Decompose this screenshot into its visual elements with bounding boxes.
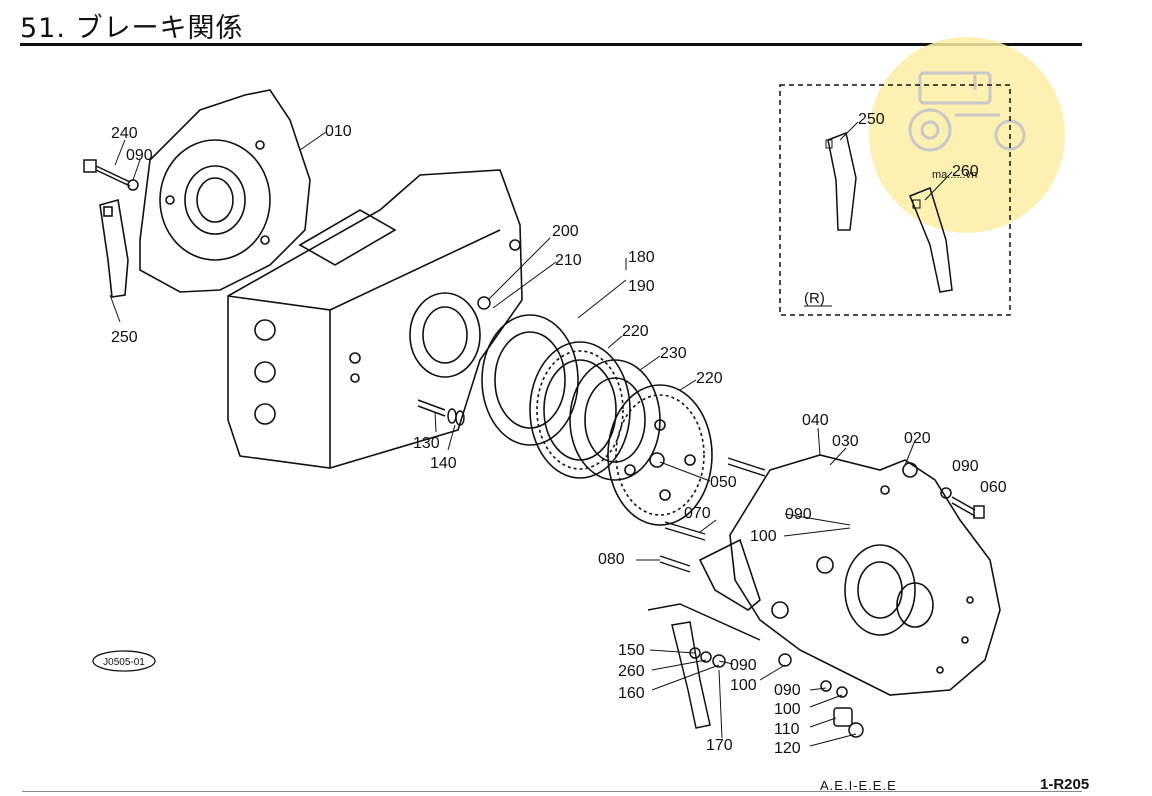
part-label-100-l: 100 (730, 677, 757, 694)
part-label-220: 220 (622, 323, 649, 340)
inset-label: (R) (804, 290, 825, 307)
watermark: ma......vn (869, 37, 1065, 233)
diagram-code: J0505-01 (103, 657, 145, 668)
part-label-090-l: 090 (730, 657, 757, 674)
part-label-090: 090 (126, 147, 153, 164)
part-label-200: 200 (552, 223, 579, 240)
page-code: 1-R205 (1040, 776, 1090, 793)
watermark-text: ma......vn (932, 169, 977, 181)
tractor-icon (908, 71, 1026, 152)
part-label-100-c: 100 (750, 528, 777, 545)
nut-210 (477, 296, 491, 310)
part-label-060: 060 (980, 479, 1007, 496)
part-label-260: 260 (618, 663, 645, 680)
lever-assembly (647, 603, 864, 738)
part-labels: 240 090 010 250 250 260 200 210 180 190 … (111, 111, 1007, 757)
title-rule (20, 43, 1082, 46)
page-title: 51. ブレーキ関係 (20, 13, 244, 44)
diagram-code-badge: J0505-01 (92, 650, 156, 672)
part-label-250: 250 (111, 329, 138, 346)
part-label-110: 110 (774, 721, 800, 738)
part-label-210: 210 (555, 252, 582, 269)
part-label-050: 050 (710, 474, 737, 491)
part-label-040: 040 (802, 412, 829, 429)
transmission-case (227, 169, 523, 469)
part-label-230: 230 (660, 345, 687, 362)
part-label-160: 160 (618, 685, 645, 702)
part-label-140: 140 (430, 455, 457, 472)
part-label-090-r: 090 (952, 458, 979, 475)
studs-050-070-080 (659, 457, 766, 573)
part-label-010: 010 (325, 123, 352, 140)
part-label-190: 190 (628, 278, 655, 295)
part-label-090-c: 090 (785, 506, 812, 523)
part-label-130: 130 (413, 435, 440, 452)
part-label-260-inset: 260 (952, 163, 979, 180)
inset-box: (R) (779, 84, 1011, 316)
part-label-180: 180 (628, 249, 655, 266)
part-label-150: 150 (618, 642, 645, 659)
leader-lines (109, 131, 915, 747)
part-label-220-b: 220 (696, 370, 723, 387)
brake-housing-010 (99, 89, 311, 298)
brake-discs (481, 314, 713, 526)
part-label-120: 120 (774, 740, 801, 757)
part-label-240: 240 (111, 125, 138, 142)
part-label-100-b: 100 (774, 701, 801, 718)
part-label-080: 080 (598, 551, 625, 568)
part-label-030: 030 (832, 433, 859, 450)
part-label-250-inset: 250 (858, 111, 885, 128)
bottom-rule (22, 791, 1082, 792)
bolt-130 (417, 399, 465, 426)
part-label-020: 020 (904, 430, 931, 447)
footer-fragment: A.E.I-E.E.E (820, 778, 897, 793)
part-label-070: 070 (684, 505, 711, 522)
bolt-240 (83, 159, 139, 191)
brake-cover-020 (698, 454, 1001, 696)
part-label-090-b: 090 (774, 682, 801, 699)
bolt-060 (940, 487, 985, 519)
part-label-170: 170 (706, 737, 733, 754)
